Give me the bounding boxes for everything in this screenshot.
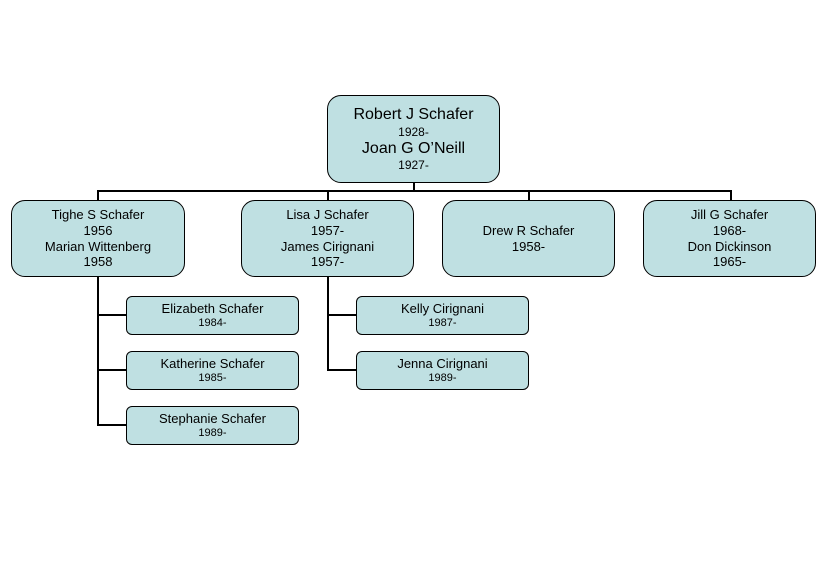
root-year-2: 1927-	[398, 158, 429, 173]
grandchild-name: Jenna Cirignani	[397, 356, 488, 372]
grandchild-year: 1985-	[198, 371, 227, 384]
connector-katherine	[97, 369, 126, 371]
connector-drew	[528, 190, 530, 201]
connector-elizabeth	[97, 314, 126, 316]
connector-kelly	[327, 314, 356, 316]
root-name-1: Robert J Schafer	[353, 106, 474, 124]
child-year: 1968-	[712, 222, 747, 238]
child-node-jill: Jill G Schafer 1968- Don Dickinson 1965-	[643, 200, 816, 277]
grandchild-node-stephanie: Stephanie Schafer 1989-	[126, 406, 299, 445]
grandchild-name: Kelly Cirignani	[400, 301, 485, 317]
child-name: Jill G Schafer	[690, 207, 769, 223]
grandchild-year: 1989-	[198, 426, 227, 439]
child-name: Lisa J Schafer	[286, 207, 369, 223]
root-year-1: 1928-	[398, 124, 429, 139]
child-name: Drew R Schafer	[482, 222, 575, 238]
spouse-name: Marian Wittenberg	[44, 238, 152, 254]
child-node-lisa: Lisa J Schafer 1957- James Cirignani 195…	[241, 200, 414, 277]
child-year: 1958-	[511, 238, 546, 254]
connector-jill	[730, 190, 732, 201]
spouse-name: James Cirignani	[280, 238, 375, 254]
grandchild-year: 1989-	[428, 371, 457, 384]
spouse-name: Don Dickinson	[687, 238, 772, 254]
child-node-tighe: Tighe S Schafer 1956 Marian Wittenberg 1…	[11, 200, 185, 277]
spouse-year: 1958	[83, 254, 113, 270]
root-name-2: Joan G O’Neill	[361, 140, 466, 157]
spouse-year: 1965-	[712, 254, 747, 270]
child-node-drew: Drew R Schafer 1958-	[442, 200, 615, 277]
connector-lisa-children	[327, 277, 329, 371]
grandchild-year: 1984-	[198, 316, 227, 329]
grandchild-node-kelly: Kelly Cirignani 1987-	[356, 296, 529, 335]
grandchild-node-elizabeth: Elizabeth Schafer 1984-	[126, 296, 299, 335]
root-node: Robert J Schafer 1928- Joan G O’Neill 19…	[327, 95, 500, 183]
grandchild-year: 1987-	[428, 316, 457, 329]
connector-stephanie	[97, 424, 126, 426]
grandchild-node-jenna: Jenna Cirignani 1989-	[356, 351, 529, 390]
grandchild-name: Elizabeth Schafer	[161, 301, 264, 317]
spouse-year: 1957-	[310, 254, 345, 270]
connector-horizontal-bar	[97, 190, 732, 192]
child-name: Tighe S Schafer	[51, 207, 145, 223]
child-year: 1956	[83, 222, 113, 238]
child-year: 1957-	[310, 222, 345, 238]
connector-lisa	[327, 190, 329, 201]
grandchild-name: Stephanie Schafer	[159, 411, 266, 427]
connector-root-down	[413, 182, 415, 191]
connector-tighe-children	[97, 277, 99, 426]
connector-tighe	[97, 190, 99, 201]
grandchild-name: Katherine Schafer	[160, 356, 265, 372]
connector-jenna	[327, 369, 356, 371]
grandchild-node-katherine: Katherine Schafer 1985-	[126, 351, 299, 390]
